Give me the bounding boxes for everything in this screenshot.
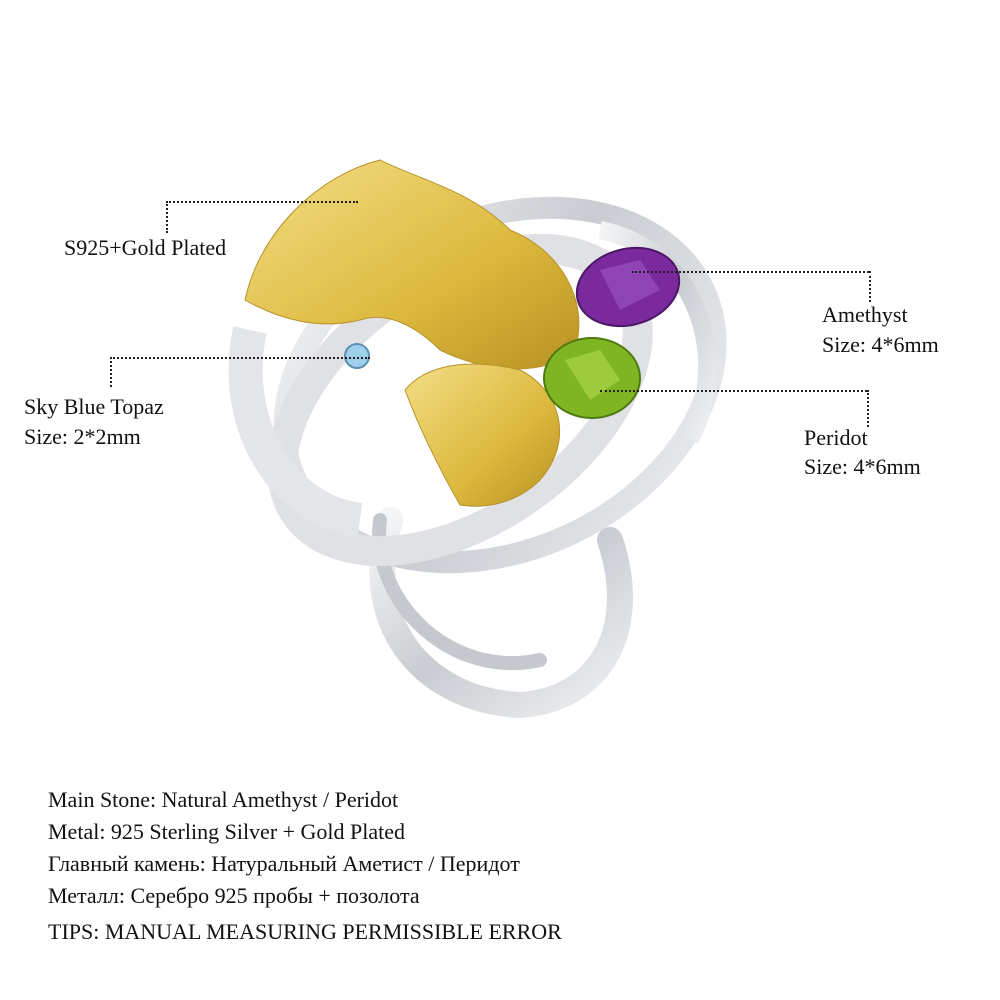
amethyst-leader-line [869, 271, 871, 302]
spec-main-stone: Main Stone: Natural Amethyst / Peridot [48, 787, 399, 812]
peridot-size: Size: 4*6mm [804, 454, 921, 479]
topaz-leader-line [110, 357, 112, 387]
topaz-leader-line-h [110, 357, 370, 359]
amethyst-size: Size: 4*6mm [822, 332, 939, 357]
sky-blue-topaz-stone [344, 343, 370, 369]
amethyst-leader-line-h [632, 271, 869, 273]
peridot-leader-line [867, 390, 869, 427]
peridot-leader-line-h [600, 390, 867, 392]
gold-leaves [244, 159, 580, 507]
spec-metal: Metal: 925 Sterling Silver + Gold Plated [48, 819, 406, 844]
spec-main-stone-ru: Главный камень: Натуральный Аметист / Пе… [48, 851, 520, 876]
spec-metal-ru: Металл: Серебро 925 пробы + позолота [48, 883, 420, 908]
topaz-label: Sky Blue Topaz [24, 394, 164, 419]
topaz-size: Size: 2*2mm [24, 424, 141, 449]
peridot-stone [543, 337, 641, 419]
amethyst-stone [575, 246, 681, 328]
gold-plated-label: S925+Gold Plated [64, 235, 227, 260]
amethyst-label: Amethyst [822, 302, 908, 327]
gold-leader-line-h [166, 201, 358, 203]
gold-leader-line [166, 201, 168, 233]
spec-tips: TIPS: MANUAL MEASURING PERMISSIBLE ERROR [48, 919, 562, 944]
peridot-label: Peridot [804, 425, 868, 450]
